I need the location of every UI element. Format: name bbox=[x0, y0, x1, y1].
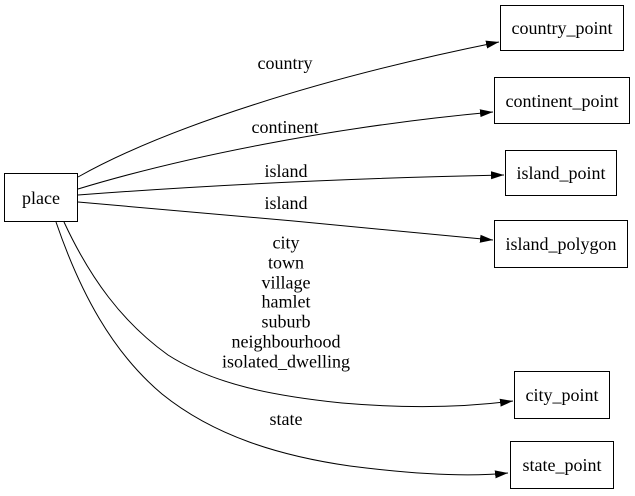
edge-place-country_point bbox=[77, 40, 500, 178]
edge-place-island_polygon bbox=[77, 201, 494, 243]
node-city-point: city_point bbox=[514, 371, 610, 419]
edge-label-continent: continent bbox=[251, 117, 319, 138]
edge-place-island_point bbox=[77, 171, 505, 196]
node-country-point-label: country_point bbox=[511, 18, 613, 38]
node-continent-point-label: continent_point bbox=[505, 90, 619, 111]
node-city-point-label: city_point bbox=[525, 385, 599, 405]
edge-label-state: state bbox=[269, 409, 303, 430]
edge-place-state_point bbox=[55, 221, 509, 479]
edge-place-city_point bbox=[63, 221, 514, 408]
node-continent-point: continent_point bbox=[494, 77, 630, 124]
node-island-point-label: island_point bbox=[516, 163, 606, 183]
node-place-label: place bbox=[22, 187, 60, 208]
node-island-polygon-label: island_polygon bbox=[505, 234, 617, 254]
node-state-point-label: state_point bbox=[522, 455, 602, 475]
node-place: place bbox=[4, 173, 78, 222]
node-country-point: country_point bbox=[500, 5, 624, 51]
node-state-point: state_point bbox=[510, 441, 614, 489]
edge-label-island-polygon: island bbox=[264, 193, 308, 214]
node-island-polygon: island_polygon bbox=[494, 220, 628, 268]
edge-label-island-point: island bbox=[264, 161, 308, 182]
edge-label-country: country bbox=[257, 53, 313, 74]
edge-label-city-group: city town village hamlet suburb neighbou… bbox=[222, 232, 350, 372]
edge-place-continent_point bbox=[77, 109, 494, 190]
node-island-point: island_point bbox=[505, 150, 617, 196]
